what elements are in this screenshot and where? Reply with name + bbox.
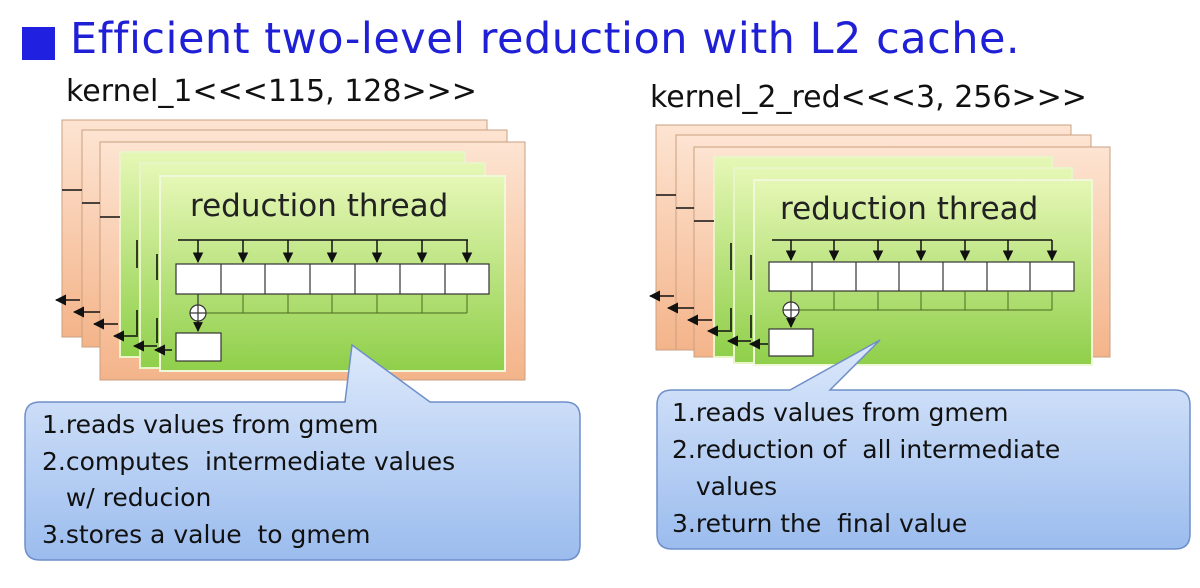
right-array-row [768,261,1075,292]
title-bullet-square [22,27,55,60]
right-side-arrows [648,194,768,350]
left-block-stack [61,119,526,381]
right-callout [656,339,1191,550]
right-block-stack [655,124,1111,366]
right-thread-label: reduction thread [780,191,1039,227]
right-callout-line-1: 1.reads values from gmem [672,398,1009,427]
left-result-cell [175,332,222,362]
left-callout-line-4: 3.stores a value to gmem [42,520,371,549]
left-thread-label: reduction thread [190,188,449,224]
left-callout-line-2: 2.computes intermediate values [42,447,456,476]
right-callout-line-2: 2.reduction of all intermediate [672,435,1061,464]
right-result-cell [768,328,814,357]
left-callout-line-1: 1.reads values from gmem [42,410,379,439]
slide-title: Efficient two-level reduction with L2 ca… [70,14,1021,64]
left-callout [24,343,581,561]
left-side-arrows [54,189,172,356]
right-kernel-label: kernel_2_red<<<3, 256>>> [650,80,1087,115]
right-gmem-array [768,239,1075,357]
right-callout-line-3: values [672,472,778,501]
left-callout-line-3: w/ reducion [42,483,212,512]
right-callout-line-4: 3.return the final value [672,509,968,538]
left-kernel-label: kernel_1<<<115, 128>>> [66,74,477,109]
left-array-row [175,263,490,295]
left-gmem-array [175,239,490,362]
